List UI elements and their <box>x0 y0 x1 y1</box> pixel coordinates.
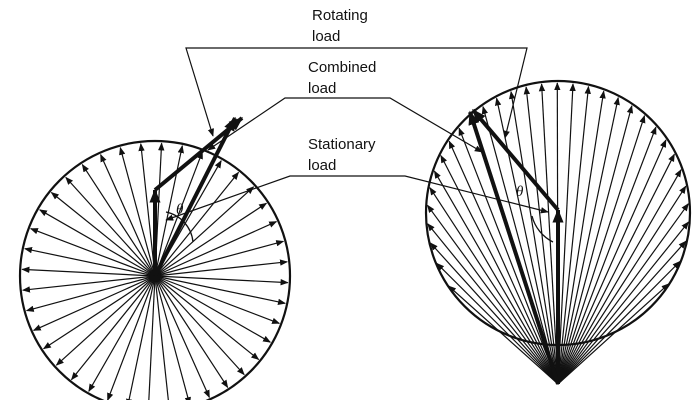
right-load-vectors <box>427 82 690 385</box>
right-load-vector-104 <box>557 260 681 385</box>
left-load-vector-21 <box>24 247 156 277</box>
left-load-vector-25 <box>65 176 156 277</box>
left-load-vector-9 <box>154 275 169 400</box>
left-load-vector-35 <box>154 186 255 277</box>
right-load-vector-98 <box>557 153 675 385</box>
left-load-vector-4 <box>154 275 260 361</box>
left-load-vector-31 <box>154 145 184 277</box>
left-load-vector-15 <box>55 275 156 366</box>
right-load-vector-79 <box>433 170 559 385</box>
right-combined-load-vector <box>468 110 560 385</box>
left-load-vector-38 <box>154 240 285 277</box>
left-load-vector-37 <box>154 221 278 277</box>
left-load-vector-6 <box>154 275 229 389</box>
stationary-load-leader-right <box>298 175 549 214</box>
rotating-load-leader-right <box>208 47 528 139</box>
combined-load-leader-right <box>295 97 483 153</box>
callout-leaders <box>165 47 549 221</box>
right-rotating-load-vector <box>471 108 560 212</box>
right-load-vector-103 <box>557 240 687 385</box>
right-load-vector-87 <box>523 86 559 385</box>
rotating-load-label-line2: load <box>312 28 340 45</box>
right-load-vector-82 <box>458 127 559 385</box>
left-load-vector-22 <box>29 228 156 277</box>
right-load-vector-85 <box>494 97 559 385</box>
left-load-vector-1 <box>154 275 286 305</box>
left-load-vector-13 <box>88 275 156 392</box>
left-load-vector-16 <box>42 275 156 350</box>
left-combined-load-vector <box>153 116 237 277</box>
left-load-vector-10 <box>148 275 156 400</box>
left-load-vector-36 <box>154 202 268 277</box>
stationary-load-label-line1: Stationary <box>308 136 376 153</box>
left-load-diagram: θ <box>18 116 292 400</box>
left-load-vector-19 <box>22 275 156 293</box>
right-load-vector-86 <box>508 90 559 385</box>
right-load-vector-88 <box>538 83 559 385</box>
combined-load-label-line1: Combined <box>308 59 376 76</box>
right-load-vector-97 <box>557 139 667 385</box>
right-load-vector-94 <box>557 105 634 385</box>
left-load-vector-18 <box>25 275 156 312</box>
right-load-vector-90 <box>557 83 576 385</box>
left-load-vectors <box>21 142 289 400</box>
right-load-vector-105 <box>557 283 670 385</box>
combined-load-leader-left <box>207 97 295 151</box>
right-load-vector-92 <box>557 90 606 385</box>
left-load-vector-29 <box>138 143 156 277</box>
stationary-load-label-line2: load <box>308 157 336 174</box>
left-load-vector-27 <box>100 153 156 277</box>
right-load-vector-102 <box>557 221 690 385</box>
right-load-vector-100 <box>557 185 687 385</box>
left-load-vector-23 <box>39 209 156 277</box>
right-load-vector-81 <box>448 140 559 385</box>
left-load-vector-24 <box>50 191 156 277</box>
left-load-vector-26 <box>81 163 156 277</box>
left-load-vector-34 <box>154 171 240 277</box>
left-load-vector-20 <box>21 266 156 277</box>
left-theta-label: θ <box>176 202 184 218</box>
left-load-vector-12 <box>107 275 156 400</box>
right-theta-arc <box>531 215 554 243</box>
right-load-vector-73 <box>448 285 559 385</box>
rotating-load-leader-left <box>185 47 214 137</box>
combined-load-label-line2: load <box>308 80 336 97</box>
left-load-vector-28 <box>119 146 156 277</box>
left-load-vector-5 <box>154 275 245 376</box>
left-load-vector-0 <box>154 275 289 286</box>
left-load-vector-17 <box>32 275 156 331</box>
right-load-vector-80 <box>440 154 559 385</box>
left-load-vector-11 <box>126 275 156 400</box>
stationary-load-leader-left <box>165 175 298 221</box>
right-load-vector-84 <box>481 105 559 385</box>
right-load-vector-93 <box>557 96 620 385</box>
left-load-vector-8 <box>154 275 191 400</box>
right-load-diagram: θ <box>424 79 692 385</box>
right-load-vector-75 <box>429 242 559 385</box>
right-load-vector-96 <box>557 126 657 385</box>
left-load-vector-3 <box>154 275 271 343</box>
left-bearing-circle <box>18 139 292 400</box>
right-load-vector-77 <box>427 204 559 385</box>
left-load-vector-32 <box>154 150 203 277</box>
left-load-vector-2 <box>154 275 281 324</box>
callout-labels: Rotating load Combined load Stationary l… <box>308 7 376 174</box>
right-load-vector-101 <box>557 203 689 385</box>
right-load-vector-76 <box>427 223 559 385</box>
left-load-vector-14 <box>70 275 156 381</box>
right-load-vector-95 <box>557 114 646 385</box>
right-load-vector-74 <box>436 262 559 385</box>
right-theta-label: θ <box>516 184 524 200</box>
right-load-vector-91 <box>557 85 591 385</box>
right-load-vector-78 <box>429 187 559 385</box>
rotating-load-label-line1: Rotating <box>312 7 368 24</box>
left-theta-arc <box>165 211 194 243</box>
right-load-vector-99 <box>557 169 682 385</box>
left-load-vector-39 <box>154 259 288 277</box>
left-load-vector-7 <box>154 275 210 399</box>
